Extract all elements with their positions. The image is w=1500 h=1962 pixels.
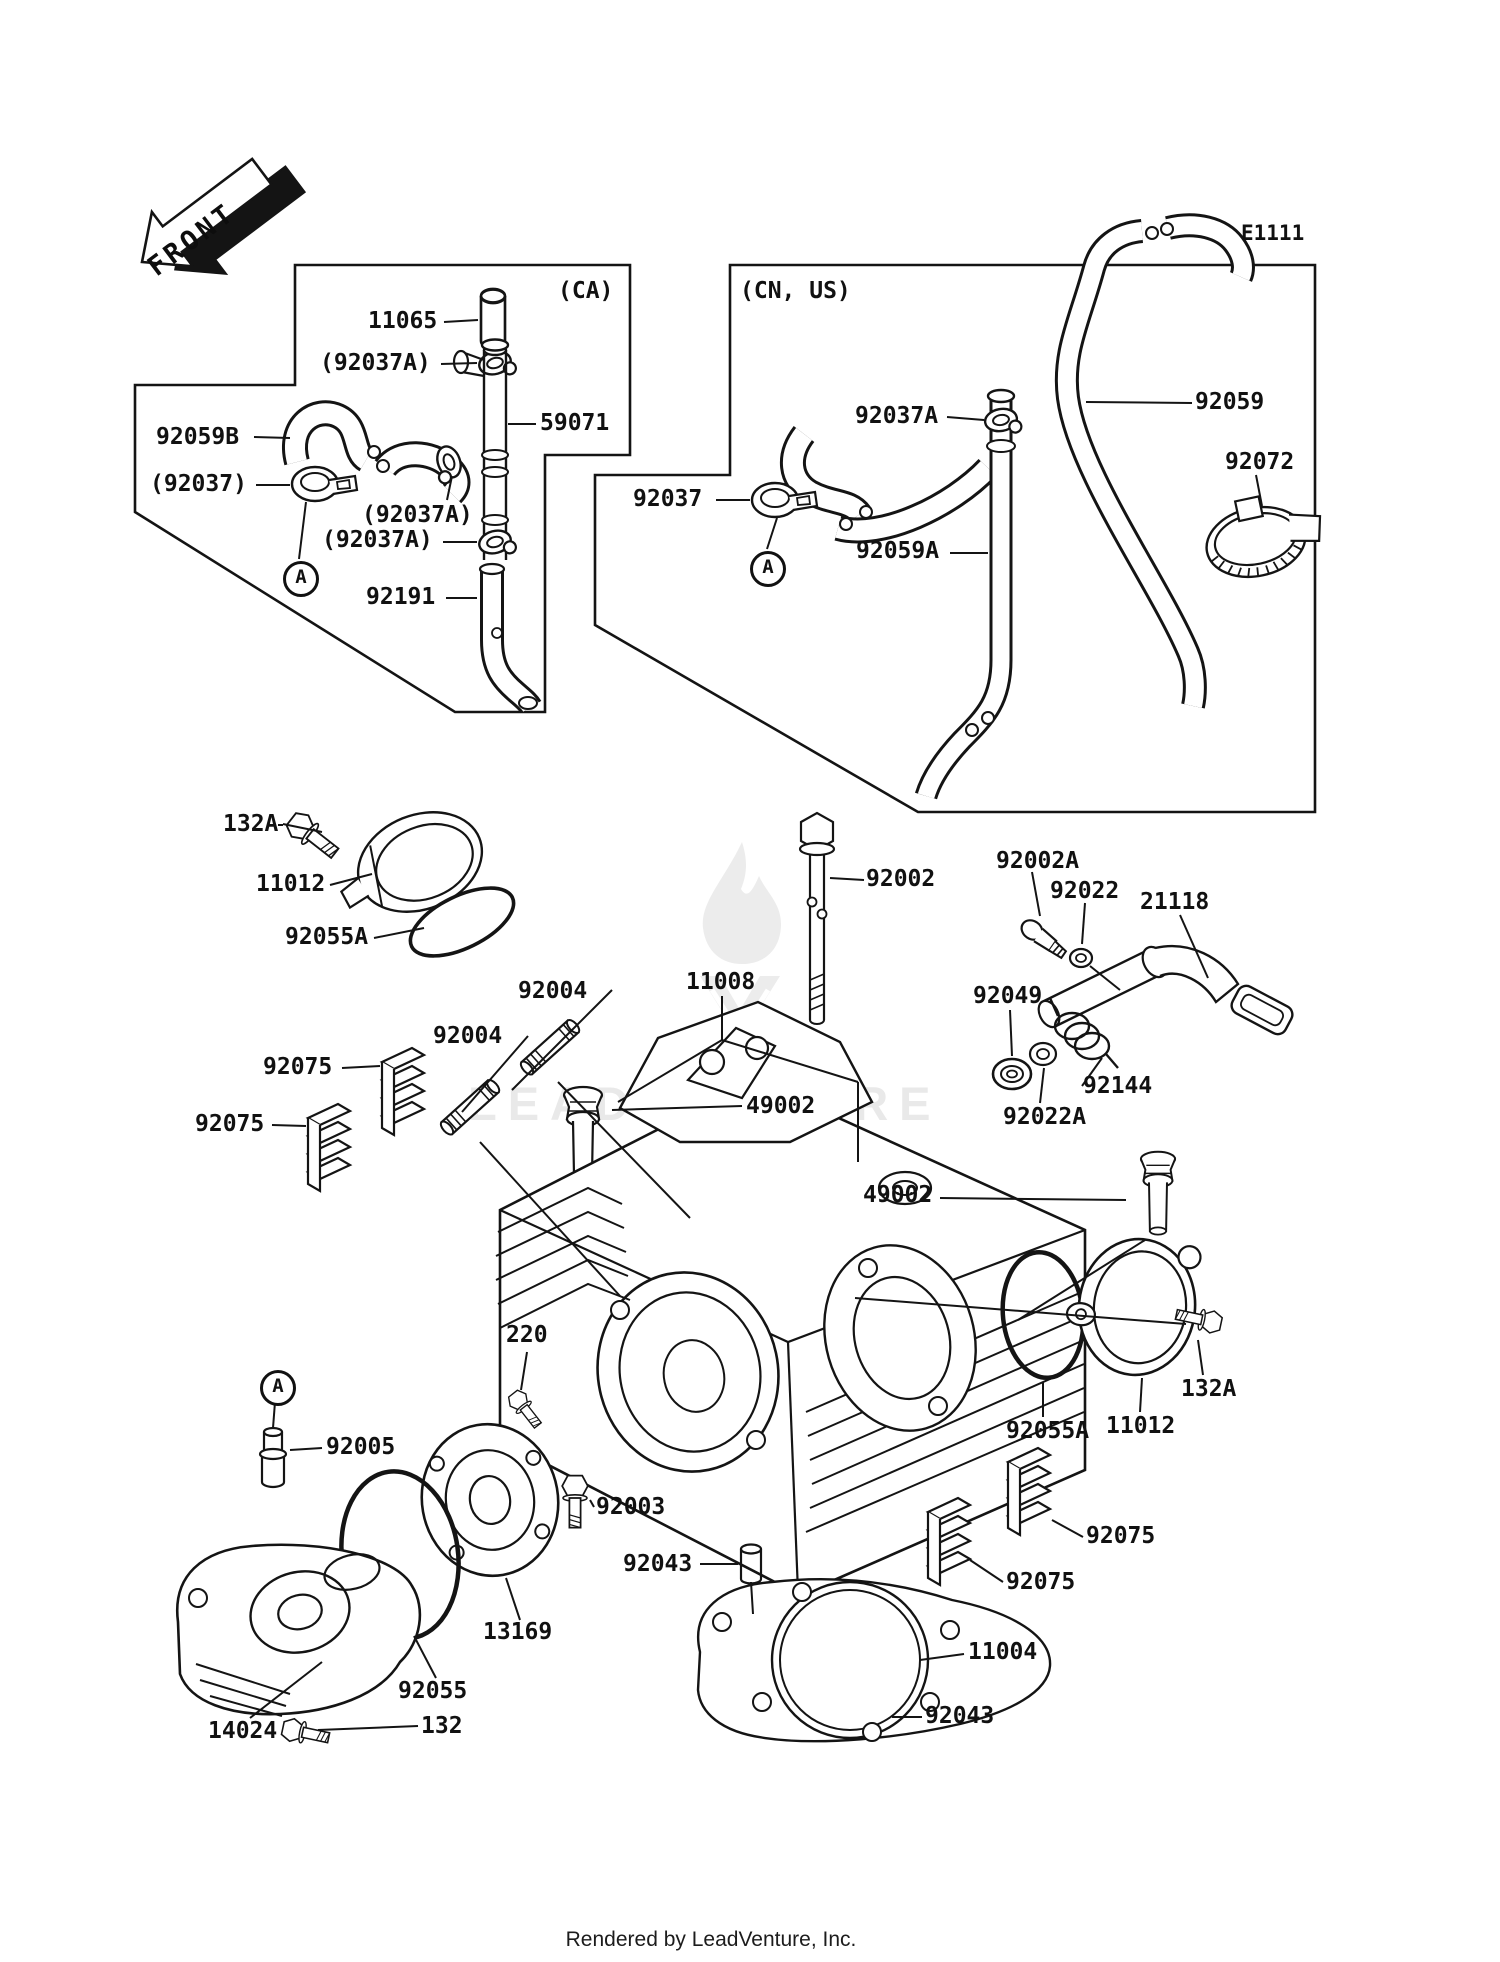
part-92022a-washer [1028,1041,1058,1067]
region-box-ca [133,263,632,714]
part-label-92072-12: 92072 [1225,449,1295,475]
part-92002a-bolt [1020,919,1068,960]
part-label-92075-18: 92075 [263,1054,333,1080]
part-label-92059B-3: 92059B [156,424,240,450]
part-92075-damper-2 [306,1102,352,1193]
part-label-92037-9: 92037 [633,486,703,512]
part-label-92037A-1: (92037A) [320,350,431,376]
part-132a-bolt-1 [281,807,345,865]
part-92004-stud-2 [517,1016,583,1078]
front-arrow-icon [140,157,307,275]
part-92144-spring [1048,997,1119,1069]
part-92055a-oring-1 [408,886,516,958]
part-label-92022A-27: 92022A [1003,1104,1087,1130]
part-92037-clamp-ca [290,465,359,503]
part-label-59071-2: 59071 [540,410,610,436]
part-92191-tube [478,562,542,714]
part-label-92043-33: 92043 [623,1551,693,1577]
part-92059a-hose-assembly [779,388,1016,800]
part-92005-fitting [258,1426,288,1489]
footer-credit: Rendered by LeadVenture, Inc. [565,1928,857,1951]
region-box-cn-us [593,263,1317,814]
part-label-92037-4: (92037) [150,471,247,497]
part-label-92043-44: 92043 [925,1703,995,1729]
part-label-92005-31: 92005 [326,1434,396,1460]
part-92075-damper-1 [380,1046,426,1137]
part-label-92002A-22: 92002A [996,848,1080,874]
part-49002-breather-2 [1139,1150,1177,1236]
part-label-92037A-8: 92037A [855,403,939,429]
part-92037a-clamp-3 [475,525,519,562]
part-label-92075-19: 92075 [195,1111,265,1137]
leader-lines [249,319,1263,1731]
part-label-92049-25: 92049 [973,983,1043,1009]
part-label-49002-29: 49002 [863,1182,933,1208]
diagram-code: E1111 [1241,221,1305,245]
part-21118-shaft-lever [1037,944,1294,1036]
part-92049-seal [991,1057,1033,1091]
part-92004-stud-1 [437,1076,503,1138]
part-label-11004-43: 11004 [968,1639,1038,1665]
part-label-92055-35: 92055 [398,1678,468,1704]
part-label-92055A-15: 92055A [285,924,369,950]
part-label-92191-7: 92191 [366,584,436,610]
part-label-11012-14: 11012 [256,871,326,897]
part-label-21118-24: 21118 [1140,889,1210,915]
part-label-92144-26: 92144 [1083,1073,1153,1099]
part-label-92075-42: 92075 [1006,1569,1076,1595]
part-label-92004-17: 92004 [433,1023,503,1049]
part-label-49002-28: 49002 [746,1093,816,1119]
part-label-92004-16: 92004 [518,978,588,1004]
part-92022-washer [1068,947,1094,969]
part-label-11012-39: 11012 [1106,1413,1176,1439]
part-11012-cover-1 [339,811,484,913]
part-label-11065-0: 11065 [368,308,438,334]
part-132-bolt [279,1715,332,1750]
part-label-92055A-38: 92055A [1006,1418,1090,1444]
part-11004-gasket [696,1578,1052,1743]
part-14024-valve-cover [175,1543,422,1717]
part-92003-bolt [561,1474,589,1529]
detail-marker-A-1: A [750,551,786,587]
part-92002-bolt [798,811,836,1025]
part-11008-cylinder-head [495,1000,1087,1597]
part-label-220-30: 220 [506,1322,548,1348]
part-label-92037A-6: (92037A) [322,527,433,553]
part-label-92022-23: 92022 [1050,878,1120,904]
part-label-92002-21: 92002 [866,866,936,892]
part-label-92037A-5: (92037A) [362,502,473,528]
detail-marker-A-0: A [283,561,319,597]
part-label-14024-37: 14024 [208,1718,278,1744]
region-label-cn-us: (CN, US) [740,278,851,304]
part-label-132A-40: 132A [1181,1376,1237,1402]
part-label-92059-11: 92059 [1195,389,1265,415]
part-label-92003-32: 92003 [596,1494,666,1520]
part-label-13169-34: 13169 [483,1619,553,1645]
part-92072-clamp [1205,495,1322,579]
region-label-ca: (CA) [558,278,614,304]
part-label-11008-20: 11008 [686,969,756,995]
part-label-132A-13: 132A [223,811,279,837]
part-label-92059A-10: 92059A [856,538,940,564]
part-label-132-36: 132 [421,1713,463,1739]
part-92059-hose [1054,213,1255,709]
part-label-92075-41: 92075 [1086,1523,1156,1549]
detail-marker-A-2: A [260,1370,296,1406]
